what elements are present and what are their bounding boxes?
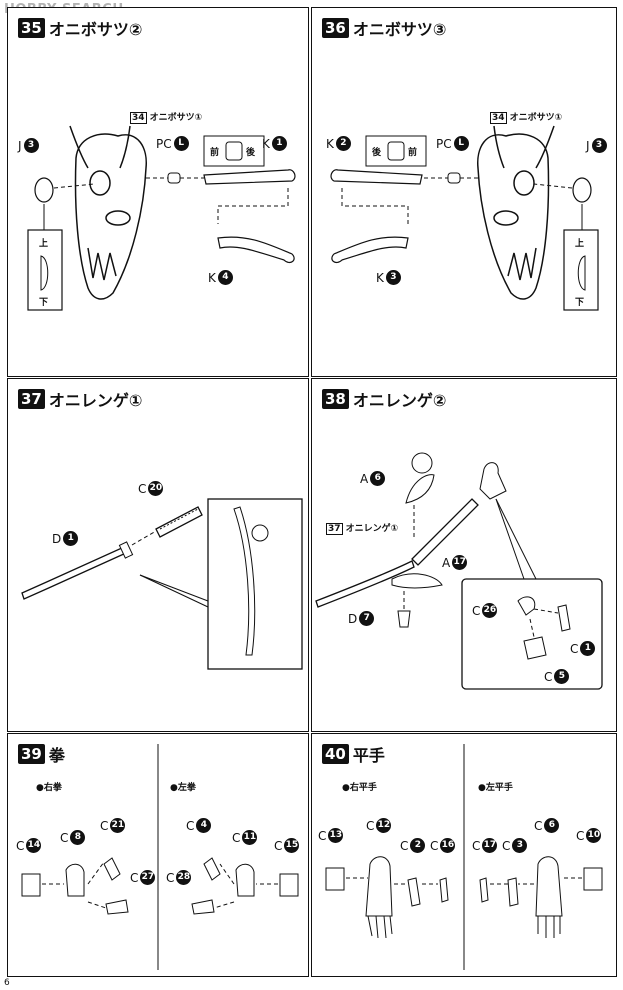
step-title: オニレンゲ② xyxy=(352,391,447,410)
step-38-title: 38 オニレンゲ② xyxy=(322,387,446,411)
step-40-title: 40 平手 xyxy=(322,742,385,766)
part-a17-icon xyxy=(391,573,443,589)
page-number: 6 xyxy=(4,978,10,988)
figure-icon xyxy=(479,462,507,500)
polycap-icon xyxy=(167,172,181,184)
right-open-hand-label: ●右平手 xyxy=(342,783,377,793)
step-number: 40 xyxy=(322,744,349,764)
right-fist-label: ●右拳 xyxy=(36,783,62,793)
oni-mask-icon xyxy=(69,125,147,300)
down-label: 下 xyxy=(575,298,585,308)
step-number: 36 xyxy=(322,18,349,38)
step-35-panel: 35 オニボサツ② xyxy=(7,7,309,377)
step-number: 38 xyxy=(322,389,349,409)
up-label: 上 xyxy=(39,239,49,249)
sword-hilt-icon xyxy=(155,506,203,538)
part-d7-icon xyxy=(397,610,411,628)
step-number: 37 xyxy=(18,389,45,409)
step-36-panel: 36 オニボサツ③ xyxy=(311,7,617,377)
polycap-icon xyxy=(447,172,461,184)
step-39-title: 39 拳 xyxy=(18,742,65,766)
sword-icon xyxy=(315,560,415,608)
step-37-illustration xyxy=(21,498,303,670)
oni-mask-icon xyxy=(477,125,555,300)
step-title: オニボサツ② xyxy=(48,20,143,39)
bone-k4-icon xyxy=(217,236,295,264)
step-number: 39 xyxy=(18,744,45,764)
bone-k2-icon xyxy=(330,169,423,185)
part-j-icon xyxy=(572,177,592,203)
ref-label: 37 オニレンゲ① xyxy=(326,523,399,535)
step-39-illustration xyxy=(21,744,299,970)
step-37-title: 37 オニレンゲ① xyxy=(18,387,142,411)
step-40-illustration xyxy=(325,744,603,970)
down-label: 下 xyxy=(39,298,49,308)
up-label: 上 xyxy=(575,239,585,249)
step-title: 拳 xyxy=(48,746,65,765)
step-36-title: 36 オニボサツ③ xyxy=(322,16,446,40)
step-title: 平手 xyxy=(352,746,385,765)
left-open-hand-label: ●左平手 xyxy=(478,783,513,793)
hand-detail-box xyxy=(461,578,603,690)
step-36-illustration xyxy=(330,125,599,311)
back-label: 後 xyxy=(246,148,256,158)
step-number: 35 xyxy=(18,18,45,38)
bone-k1-icon xyxy=(203,169,296,185)
ref-label: 34 オニボサツ① xyxy=(490,112,563,124)
part-j-icon xyxy=(34,177,54,203)
step-35-illustration xyxy=(27,125,296,311)
back-label: 後 xyxy=(372,148,382,158)
blade-detail-box xyxy=(207,498,303,670)
sword-blade-icon xyxy=(21,546,127,600)
bone-k3-icon xyxy=(331,236,409,264)
part-a6-icon xyxy=(405,474,435,504)
step-38-illustration xyxy=(315,452,603,690)
front-label: 前 xyxy=(210,148,220,158)
ref-label: 34 オニボサツ① xyxy=(130,112,203,124)
step-title: オニレンゲ① xyxy=(48,391,143,410)
step-35-title: 35 オニボサツ② xyxy=(18,16,142,40)
left-fist-label: ●左拳 xyxy=(170,783,196,793)
step-title: オニボサツ③ xyxy=(352,20,447,39)
front-label: 前 xyxy=(408,148,418,158)
